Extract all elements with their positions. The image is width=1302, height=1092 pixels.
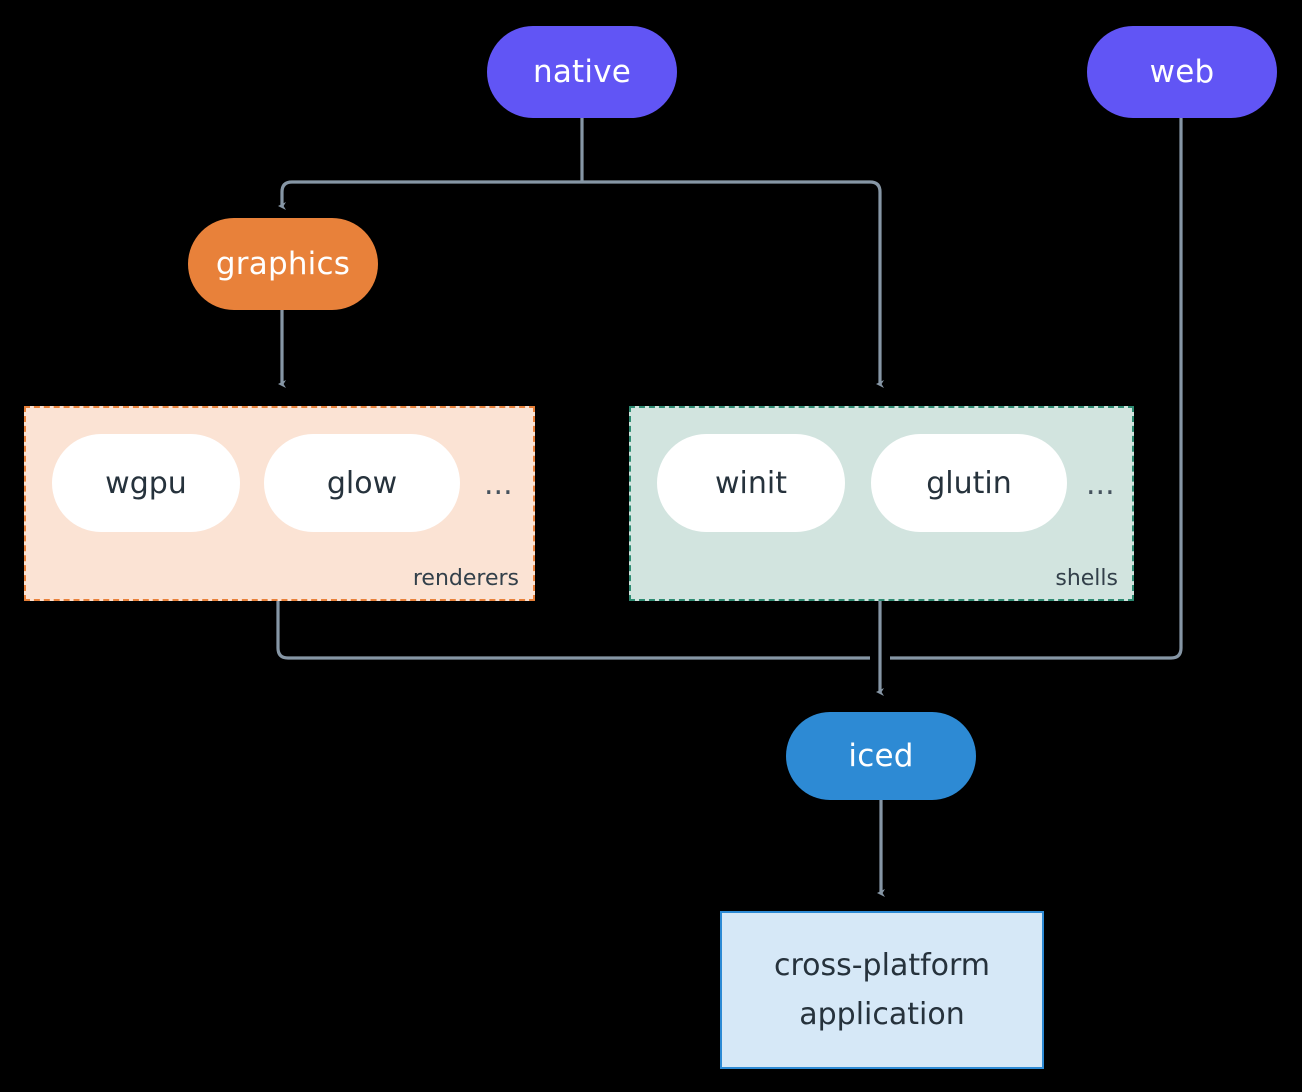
node-graphics-label: graphics (215, 246, 351, 282)
node-native[interactable]: native (487, 26, 677, 118)
chip-glow[interactable]: glow (264, 434, 460, 532)
node-native-label: native (532, 54, 632, 90)
node-application-line2: application (799, 997, 965, 1032)
chip-glutin-label: glutin (926, 465, 1012, 501)
chip-winit[interactable]: winit (657, 434, 845, 532)
node-web-label: web (1149, 54, 1215, 90)
node-web[interactable]: web (1087, 26, 1277, 118)
shells-more-ellipsis: ... (1086, 467, 1115, 502)
edge-renderers-iced (276, 601, 870, 660)
node-iced-label: iced (848, 738, 914, 774)
node-application-line1: cross-platform (773, 947, 991, 983)
group-renderers: wgpu glow ... renderers (24, 406, 535, 601)
renderers-more-ellipsis: ... (484, 467, 513, 502)
node-application[interactable]: cross-platform application (720, 911, 1044, 1069)
node-graphics[interactable]: graphics (188, 218, 378, 310)
edge-native-shells (582, 180, 884, 388)
chip-glow-label: glow (326, 465, 398, 501)
chip-winit-label: winit (715, 465, 787, 501)
group-shells-label: shells (1055, 566, 1118, 591)
chip-wgpu-label: wgpu (105, 465, 187, 501)
edge-native-graphics (278, 180, 582, 210)
node-iced[interactable]: iced (786, 712, 976, 800)
chip-glutin[interactable]: glutin (871, 434, 1067, 532)
group-shells: winit glutin ... shells (629, 406, 1134, 601)
chip-wgpu[interactable]: wgpu (52, 434, 240, 532)
group-renderers-label: renderers (412, 566, 519, 591)
